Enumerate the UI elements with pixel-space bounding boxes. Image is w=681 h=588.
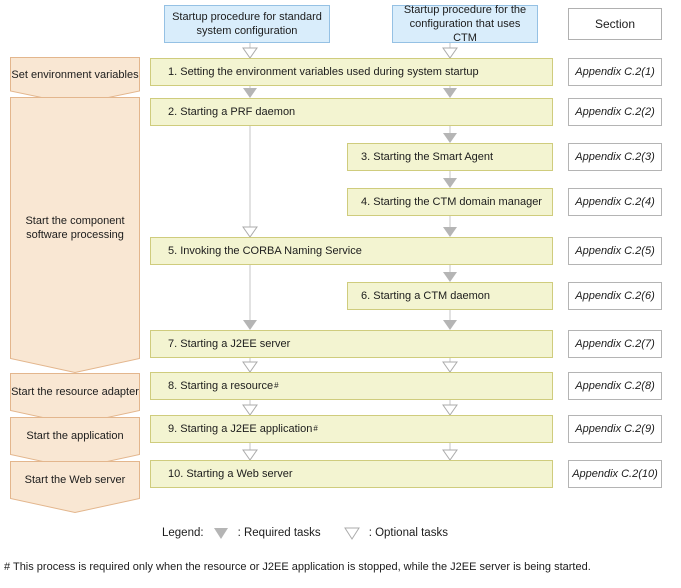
column-header-standard-label: Startup procedure for standard system co…	[172, 11, 322, 37]
phase-start-resource-adapter: Start the resource adapter	[10, 373, 140, 425]
phase-start-application: Start the application	[10, 417, 140, 469]
step-box-10: 10. Starting a Web server	[150, 460, 553, 488]
phase-label: Set environment variables	[11, 68, 139, 81]
legend-title: Legend:	[162, 527, 204, 539]
phase-set-environment-variables: Set environment variables	[10, 57, 140, 105]
step-label: 8. Starting a resource	[168, 380, 274, 392]
phase-label: Start the resource adapter	[11, 386, 139, 398]
step-box-7: 7. Starting a J2EE server	[150, 330, 553, 358]
column-header-section: Section	[568, 8, 662, 40]
step-box-8: 8. Starting a resource#	[150, 372, 553, 400]
step-label: 10. Starting a Web server	[168, 468, 293, 480]
step-box-3: 3. Starting the Smart Agent	[347, 143, 553, 171]
step-box-1: 1. Setting the environment variables use…	[150, 58, 553, 86]
optional-task-icon	[343, 527, 360, 540]
step-box-2: 2. Starting a PRF daemon	[150, 98, 553, 126]
legend-required-label: : Required tasks	[237, 527, 321, 539]
section-ref-5: Appendix C.2(5)	[568, 237, 662, 265]
phase-label: Start the Web server	[24, 474, 126, 486]
phase-start-component-software: Start the component software processing	[10, 97, 140, 373]
phase-label: Start the component software processing	[25, 215, 125, 241]
required-arrow	[443, 126, 457, 330]
phase-label: Start the application	[26, 430, 124, 442]
step-label: 9. Starting a J2EE application	[168, 423, 313, 435]
step-box-5: 5. Invoking the CORBA Naming Service	[150, 237, 553, 265]
column-header-ctm: Startup procedure for the configuration …	[392, 4, 538, 44]
phase-pentagon-shape	[10, 461, 140, 513]
section-ref-10: Appendix C.2(10)	[568, 460, 662, 488]
footnote: # This process is required only when the…	[4, 561, 591, 573]
step-label: 2. Starting a PRF daemon	[168, 106, 296, 118]
required-task-icon	[213, 527, 228, 539]
step-box-4: 4. Starting the CTM domain manager	[347, 188, 553, 216]
column-header-standard: Startup procedure for standard system co…	[164, 5, 330, 43]
step-box-9: 9. Starting a J2EE application#	[150, 415, 553, 443]
section-ref-1: Appendix C.2(1)	[568, 58, 662, 86]
phase-pentagon-shape	[10, 97, 140, 373]
step-label: 5. Invoking the CORBA Naming Service	[168, 245, 362, 257]
step-label: 7. Starting a J2EE server	[168, 338, 291, 350]
step-label: 1. Setting the environment variables use…	[168, 66, 479, 78]
phase-start-web-server: Start the Web server	[10, 461, 140, 513]
optional-arrow	[242, 358, 458, 461]
column-header-ctm-label: Startup procedure for the configuration …	[403, 4, 527, 44]
section-ref-6: Appendix C.2(6)	[568, 282, 662, 310]
optional-arrow	[242, 126, 258, 238]
optional-arrow	[242, 43, 458, 59]
section-ref-4: Appendix C.2(4)	[568, 188, 662, 216]
column-header-section-label: Section	[594, 17, 636, 31]
legend-optional-label: : Optional tasks	[368, 527, 448, 539]
step-box-6: 6. Starting a CTM daemon	[347, 282, 553, 310]
step-label: 3. Starting the Smart Agent	[361, 151, 494, 163]
step-label: 4. Starting the CTM domain manager	[361, 196, 542, 208]
step-label: 6. Starting a CTM daemon	[361, 290, 491, 302]
required-arrow	[243, 86, 457, 98]
section-ref-3: Appendix C.2(3)	[568, 143, 662, 171]
section-ref-8: Appendix C.2(8)	[568, 372, 662, 400]
legend: Legend: : Required tasks : Optional task…	[162, 522, 448, 544]
section-ref-7: Appendix C.2(7)	[568, 330, 662, 358]
required-arrow	[243, 265, 257, 330]
section-ref-9: Appendix C.2(9)	[568, 415, 662, 443]
section-ref-2: Appendix C.2(2)	[568, 98, 662, 126]
